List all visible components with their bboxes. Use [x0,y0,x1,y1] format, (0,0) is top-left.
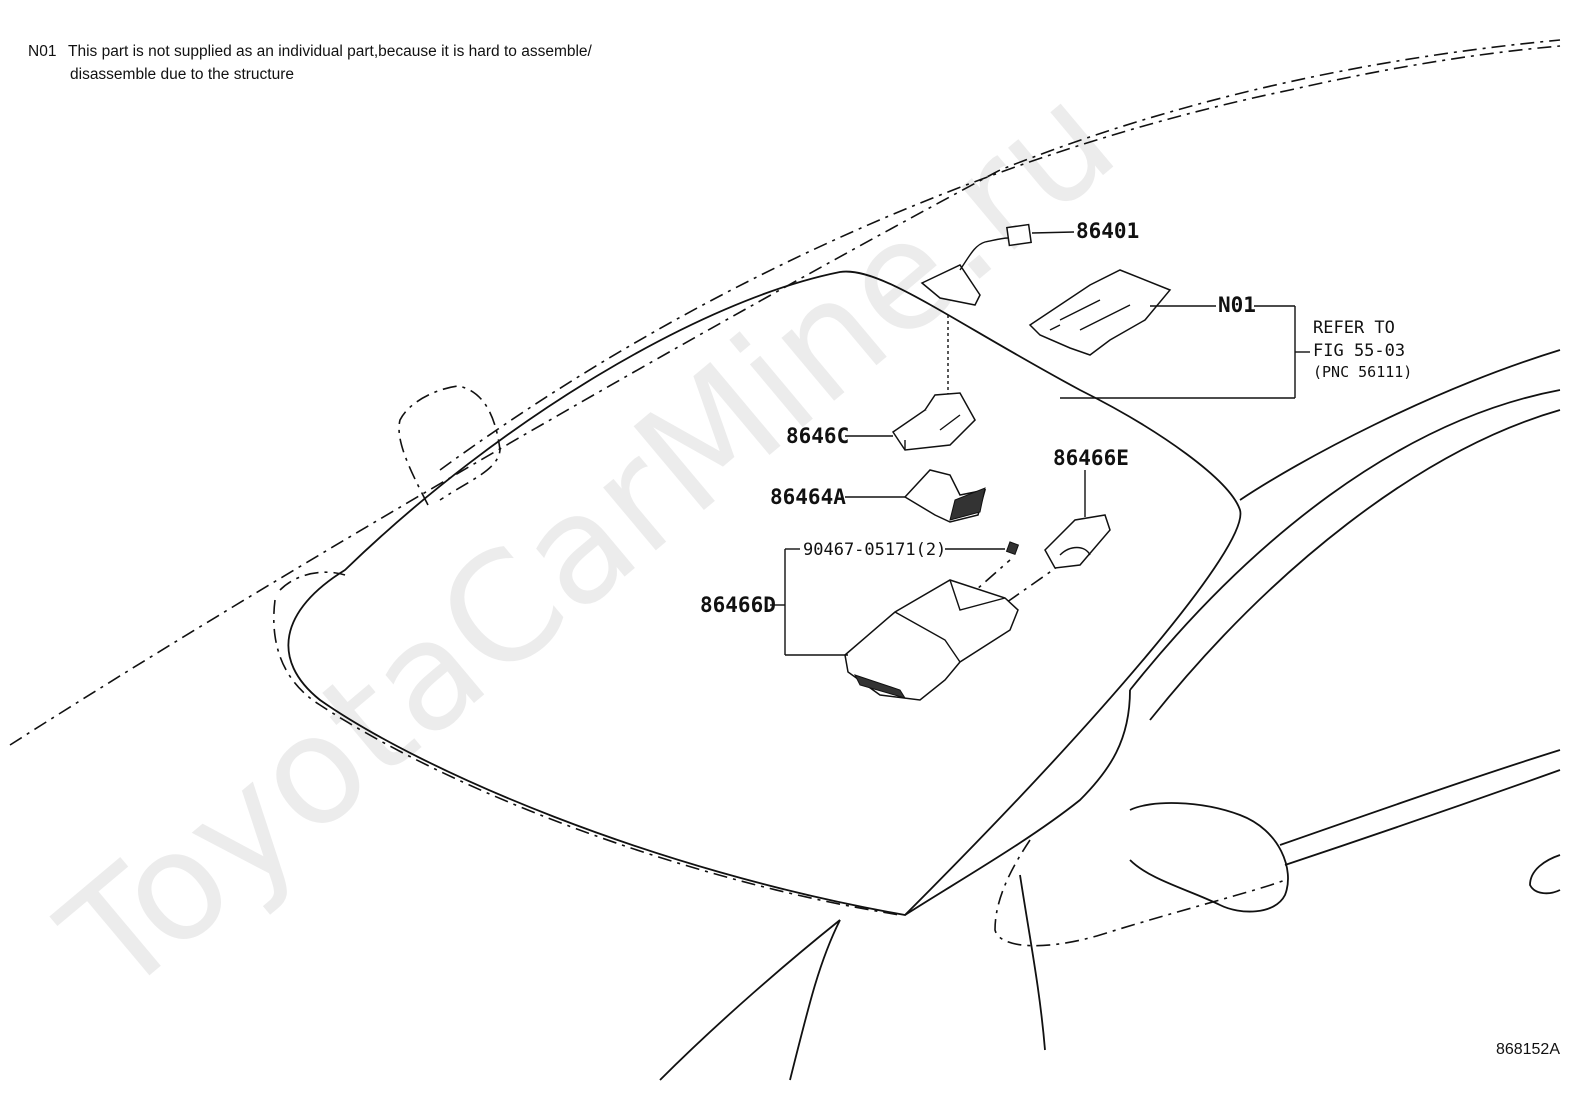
a-pillar-lower [904,689,1131,916]
part-86466D: 86466D [700,548,1019,701]
roof-line [9,39,1561,746]
door-top-2 [1149,409,1561,721]
side-mirror [398,385,501,506]
callout-n01: N01 [1218,293,1256,317]
bracket-body [1028,269,1172,356]
fender-line [1019,874,1046,1051]
clip [1005,541,1020,556]
reference-line-1: REFER TO [1313,318,1395,338]
beltline-2 [1284,769,1561,866]
note-line-1: This part is not supplied as an individu… [68,43,592,60]
fender-dash [994,839,1286,947]
hood-left [659,919,841,1081]
door-mirror [1129,802,1289,913]
part-8646C: 8646C [786,392,976,451]
roof-line-inner [439,45,1561,471]
part-90467-clip: 90467-05171(2) [803,540,1020,560]
reference-line-3: (PNC 56111) [1313,363,1412,381]
hood-right [789,919,841,1081]
part-86401: 86401 [920,219,1139,306]
a-pillar [1239,349,1561,501]
callout-86466D: 86466D [700,593,776,617]
reference-line-2: FIG 55-03 [1313,341,1405,361]
hood-line [273,571,901,916]
car-outline [9,39,1561,1081]
callout-90467: 90467-05171(2) [803,540,946,560]
part-86464A: 86464A [770,469,987,523]
callout-86464A: 86464A [770,485,846,509]
part-note: N01 This part is not supplied as an indiv… [28,40,592,86]
callout-8646C: 8646C [786,424,849,448]
watermark: ToyotaCarMine.ru [31,52,1147,1028]
sensor-cover [920,264,981,306]
callout-86401: 86401 [1076,219,1139,243]
part-n01-bracket: N01 [1028,269,1310,399]
part-86466E: 86466E [1044,446,1129,569]
cover-plate [1044,514,1111,569]
note-line-2: disassemble due to the structure [70,66,295,83]
note-code: N01 [28,43,57,60]
beltline [1279,749,1561,846]
mirror-cover [844,579,1019,701]
door-top [1129,389,1561,691]
callout-86466E: 86466E [1053,446,1129,470]
right-edge-mark [1529,854,1561,895]
windshield-outline [287,270,1242,916]
connector [1006,223,1032,247]
illustration-number: 868152A [1495,1041,1560,1058]
